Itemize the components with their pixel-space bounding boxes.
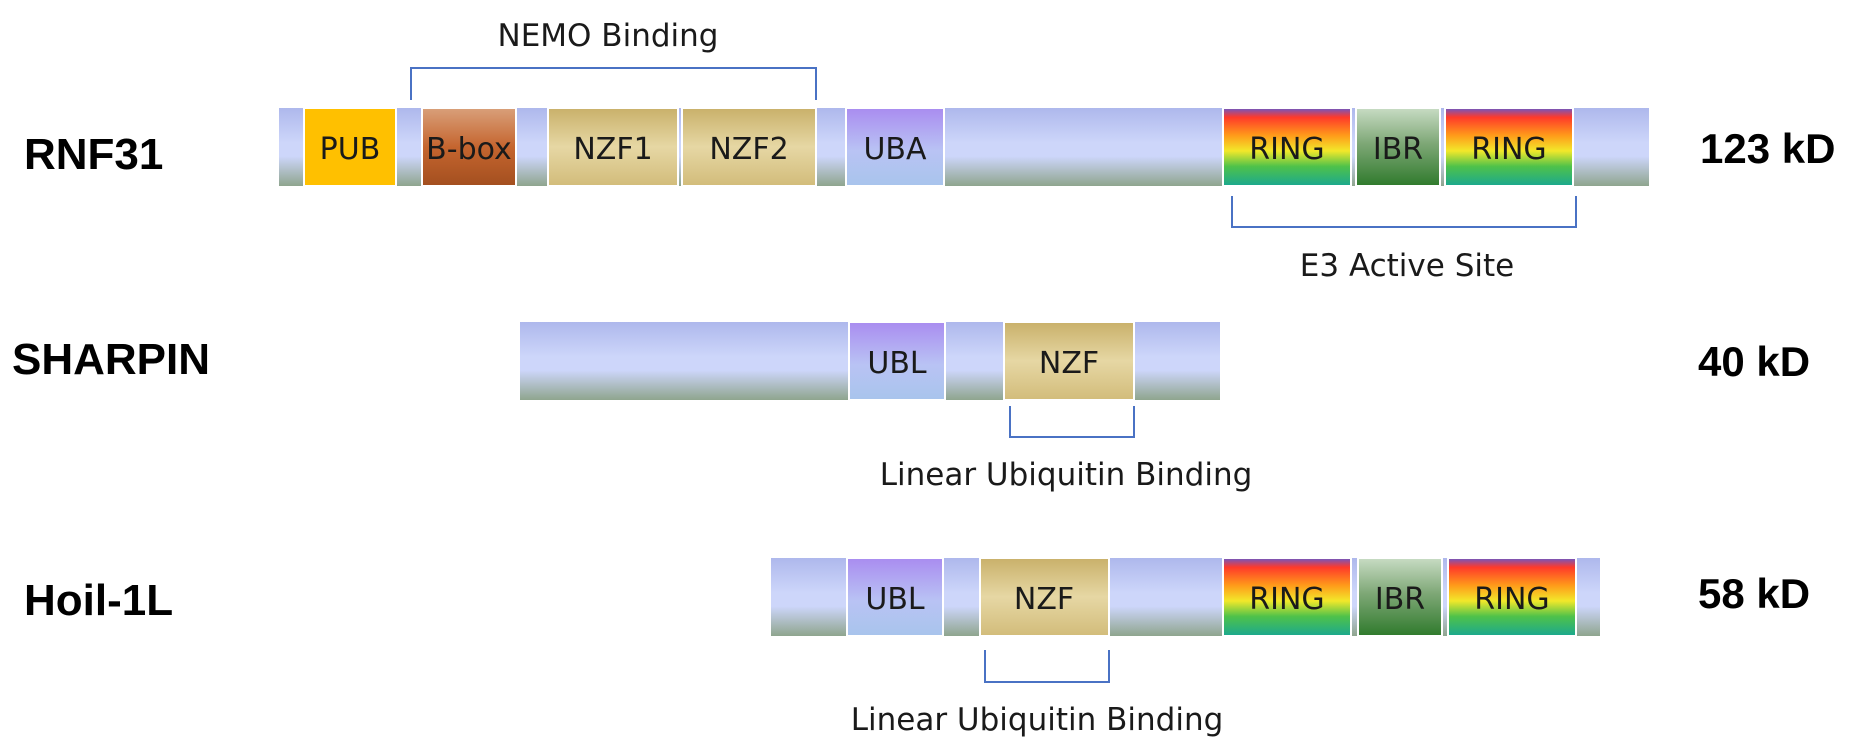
mass-rnf31: 123 kD [1700, 125, 1835, 172]
domain-label-pub: PUB [320, 132, 381, 167]
nemo-binding-bracket [410, 67, 817, 100]
protein-sharpin: SHARPIN UBL NZF Linear Ubiquitin Binding… [12, 321, 1810, 493]
protein-hoil-1l: Hoil-1L UBL NZF RING IBR RING Linear Ubi… [24, 557, 1810, 738]
domain-label-ring-2: RING [1474, 582, 1549, 617]
domain-ibr: IBR [1355, 107, 1441, 187]
domain-pub: PUB [303, 107, 397, 187]
domain-uba: UBA [845, 107, 945, 187]
domain-ubl: UBL [848, 321, 946, 401]
domain-label-ubl: UBL [865, 582, 925, 617]
protein-name-sharpin: SHARPIN [12, 335, 210, 384]
domain-label-ring-1: RING [1249, 582, 1324, 617]
domain-label-ibr: IBR [1373, 132, 1423, 167]
domain-ubl: UBL [846, 557, 944, 637]
domain-ring-2: RING [1444, 107, 1574, 187]
mass-sharpin: 40 kD [1698, 338, 1810, 385]
domain-ring-1: RING [1222, 107, 1352, 187]
protein-rnf31: RNF31 PUB B-box NZF1 NZF2 UBA RING IBR [24, 18, 1835, 284]
linear-ubiquitin-binding-bracket [1009, 406, 1135, 438]
domain-nzf: NZF [979, 557, 1110, 637]
domain-ibr: IBR [1357, 557, 1443, 637]
domain-label-nzf: NZF [1014, 582, 1074, 617]
domain-label-nzf: NZF [1039, 346, 1099, 381]
domain-ring-2: RING [1447, 557, 1577, 637]
domain-label-ring-1: RING [1249, 132, 1324, 167]
protein-name-rnf31: RNF31 [24, 130, 163, 179]
annotation-linear-ubiquitin-binding: Linear Ubiquitin Binding [851, 702, 1224, 738]
domain-label-ubl: UBL [867, 346, 927, 381]
annotation-nemo-binding: NEMO Binding [498, 18, 719, 54]
annotation-linear-ubiquitin-binding: Linear Ubiquitin Binding [880, 457, 1253, 493]
protein-name-hoil-1l: Hoil-1L [24, 576, 173, 625]
domain-nzf2: NZF2 [681, 107, 817, 187]
domain-label-bbox: B-box [426, 132, 512, 167]
e3-active-site-bracket [1231, 196, 1577, 228]
annotation-e3-active-site: E3 Active Site [1300, 248, 1514, 284]
domain-ring-1: RING [1222, 557, 1352, 637]
linear-ubiquitin-binding-bracket [984, 650, 1110, 683]
domain-nzf1: NZF1 [547, 107, 679, 187]
domain-label-ibr: IBR [1375, 582, 1425, 617]
domain-label-nzf1: NZF1 [573, 132, 652, 167]
domain-label-ring-2: RING [1471, 132, 1546, 167]
domain-label-uba: UBA [863, 132, 927, 167]
domain-label-nzf2: NZF2 [709, 132, 788, 167]
domain-bbox: B-box [421, 107, 517, 187]
mass-hoil-1l: 58 kD [1698, 570, 1810, 617]
domain-nzf: NZF [1003, 321, 1135, 401]
